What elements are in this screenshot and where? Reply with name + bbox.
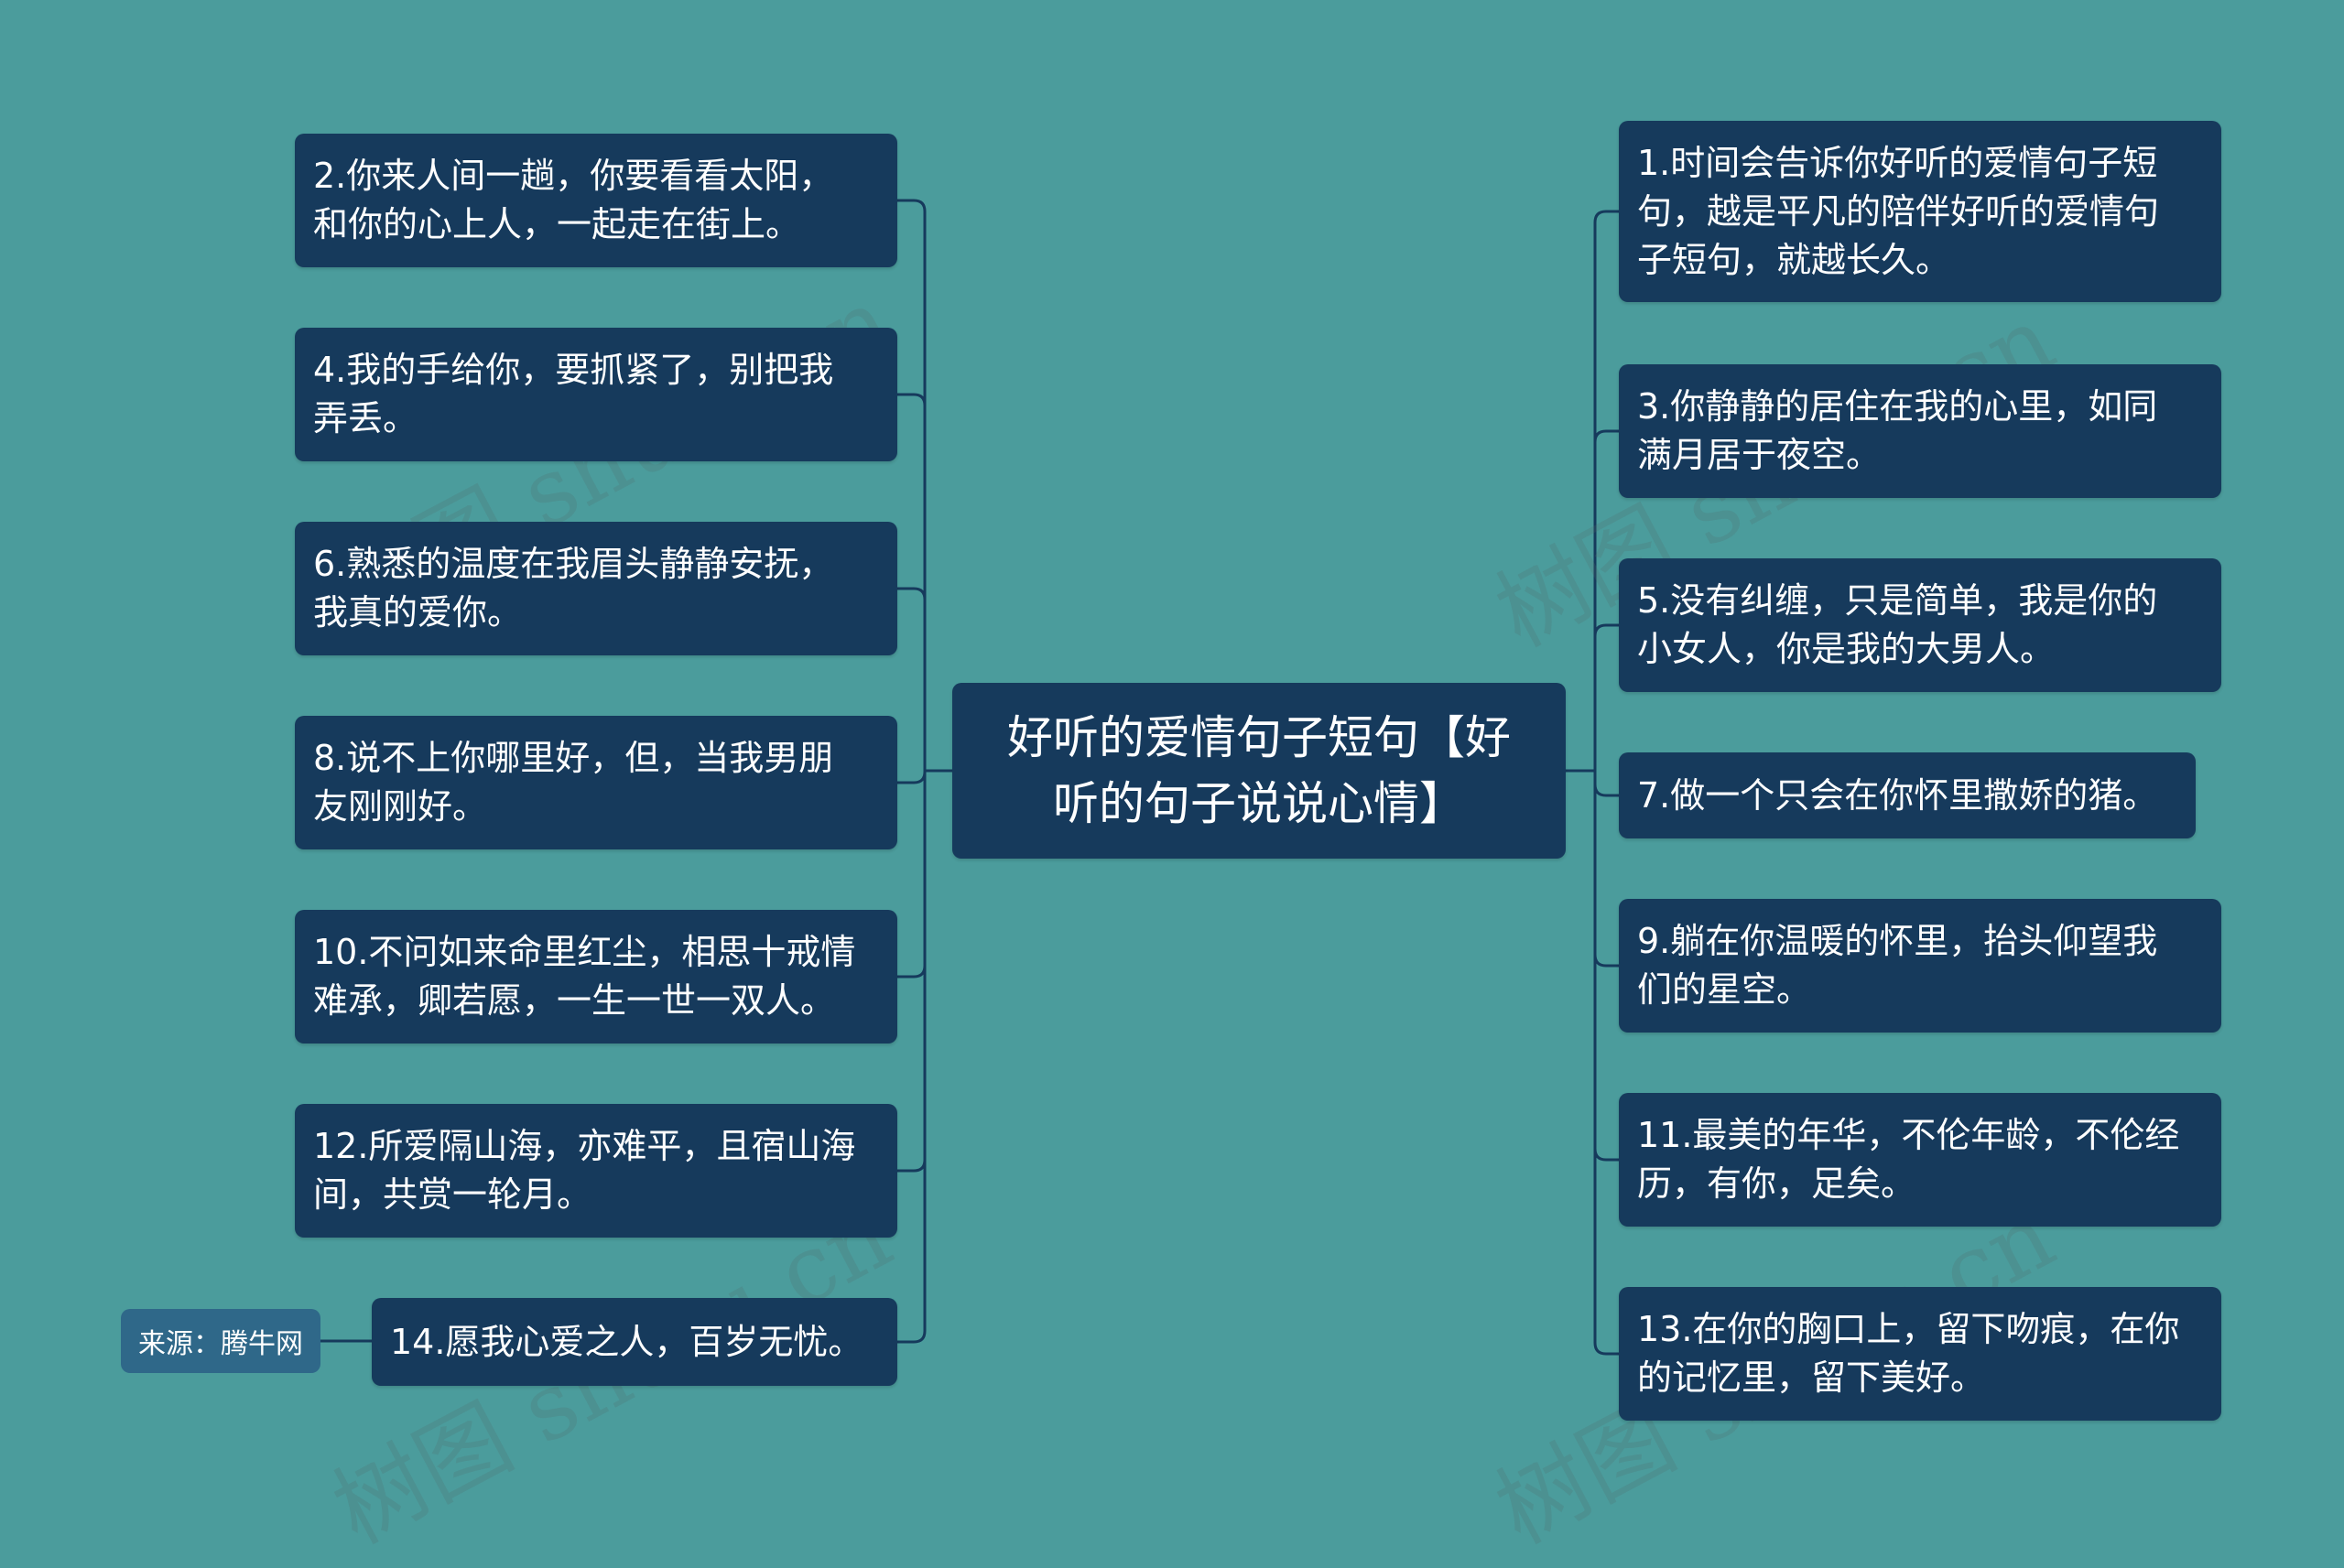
node-label: 8.说不上你哪里好，但，当我男朋 友刚刚好。 [313, 738, 834, 827]
connector-right [1593, 771, 1619, 1356]
node-label: 6.熟悉的温度在我眉头静静安抚， 我真的爱你。 [313, 544, 834, 633]
connector-left [897, 587, 927, 771]
left-node-6[interactable]: 6.熟悉的温度在我眉头静静安抚， 我真的爱你。 [295, 522, 897, 655]
source-label: 来源：腾牛网 [121, 1309, 320, 1373]
left-node-10[interactable]: 10.不问如来命里红尘，相思十戒情 难承，卿若愿，一生一世一双人。 [295, 910, 897, 1044]
node-label: 4.我的手给你，要抓紧了，别把我 弄丢。 [313, 350, 834, 438]
center-topic[interactable]: 好听的爱情句子短句【好 听的句子说说心情】 [952, 683, 1566, 859]
connector-left [897, 771, 927, 1344]
connector-right [1593, 623, 1619, 771]
node-label: 5.没有纠缠，只是简单，我是你的 小女人，你是我的大男人。 [1637, 580, 2158, 669]
right-node-3[interactable]: 3.你静静的居住在我的心里，如同 满月居于夜空。 [1619, 364, 2221, 498]
connector-left [897, 393, 927, 771]
node-label: 11.最美的年华，不伦年龄，不伦经 历，有你，足矣。 [1637, 1115, 2180, 1204]
right-node-1[interactable]: 1.时间会告诉你好听的爱情句子短 句，越是平凡的陪伴好听的爱情句 子短句，就越长… [1619, 121, 2221, 302]
left-node-12[interactable]: 12.所爱隔山海，亦难平，且宿山海 间，共赏一轮月。 [295, 1104, 897, 1238]
left-node-2[interactable]: 2.你来人间一趟，你要看看太阳， 和你的心上人，一起走在街上。 [295, 134, 897, 267]
right-node-9[interactable]: 9.躺在你温暖的怀里，抬头仰望我 们的星空。 [1619, 899, 2221, 1033]
left-node-4[interactable]: 4.我的手给你，要抓紧了，别把我 弄丢。 [295, 328, 897, 461]
left-node-14[interactable]: 14.愿我心爱之人，百岁无忧。 [372, 1298, 897, 1386]
node-label: 12.所爱隔山海，亦难平，且宿山海 间，共赏一轮月。 [313, 1126, 856, 1215]
node-label: 14.愿我心爱之人，百岁无忧。 [390, 1321, 863, 1362]
right-node-11[interactable]: 11.最美的年华，不伦年龄，不伦经 历，有你，足矣。 [1619, 1093, 2221, 1227]
right-node-5[interactable]: 5.没有纠缠，只是简单，我是你的 小女人，你是我的大男人。 [1619, 558, 2221, 692]
right-node-13[interactable]: 13.在你的胸口上，留下吻痕，在你 的记忆里，留下美好。 [1619, 1287, 2221, 1421]
node-label: 10.不问如来命里红尘，相思十戒情 难承，卿若愿，一生一世一双人。 [313, 932, 856, 1021]
node-label: 7.做一个只会在你怀里撒娇的猪。 [1637, 774, 2158, 816]
connector-right [1593, 429, 1619, 771]
node-label: 13.在你的胸口上，留下吻痕，在你 的记忆里，留下美好。 [1637, 1309, 2180, 1398]
connector-right [1593, 771, 1619, 797]
node-label: 3.你静静的居住在我的心里，如同 满月居于夜空。 [1637, 386, 2158, 475]
center-topic-label: 好听的爱情句子短句【好 听的句子说说心情】 [1007, 711, 1511, 830]
connector-left [897, 199, 927, 771]
connector-left [897, 771, 927, 1173]
right-node-7[interactable]: 7.做一个只会在你怀里撒娇的猪。 [1619, 752, 2196, 838]
connector-right [1593, 210, 1619, 771]
node-label: 1.时间会告诉你好听的爱情句子短 句，越是平凡的陪伴好听的爱情句 子短句，就越长… [1637, 142, 2160, 280]
node-label: 9.躺在你温暖的怀里，抬头仰望我 们的星空。 [1637, 921, 2158, 1010]
node-label: 2.你来人间一趟，你要看看太阳， 和你的心上人，一起走在街上。 [313, 156, 834, 244]
connector-left [897, 771, 927, 784]
connector-left [897, 771, 927, 979]
left-node-8[interactable]: 8.说不上你哪里好，但，当我男朋 友刚刚好。 [295, 716, 897, 849]
connector-right [1593, 771, 1619, 968]
